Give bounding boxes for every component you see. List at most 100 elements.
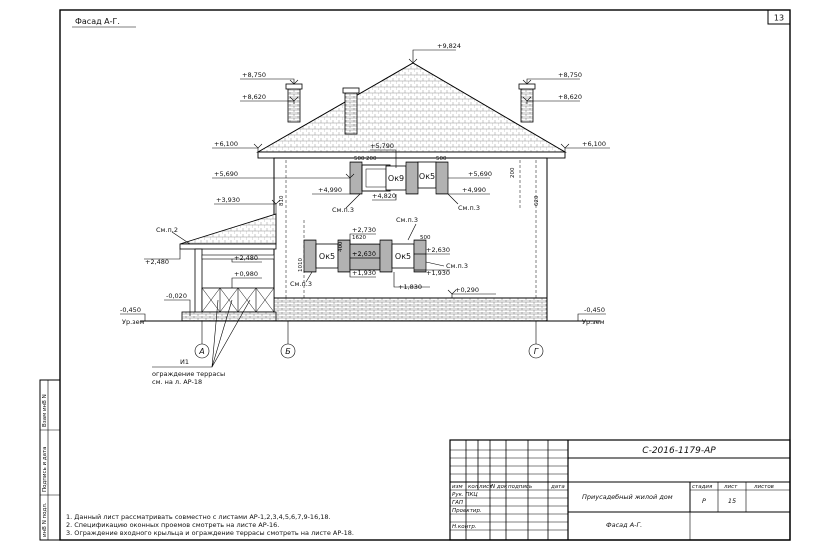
elev-annex-eave: +2,480 <box>145 258 169 266</box>
tb-stage-header: стадия <box>692 484 713 490</box>
window-tag-ok5-lower-left: Ок5 <box>319 252 335 261</box>
annex-post-left <box>194 248 203 319</box>
chimney-right-cap <box>518 83 536 90</box>
elev-porch-rail: +0,980 <box>234 270 258 278</box>
note-ref-upper-left: См.п.3 <box>332 206 354 214</box>
lower-window-group-ok5-right <box>379 239 427 273</box>
sheet-border <box>59 9 791 541</box>
note-line-3: 3. Ограждение входного крыльца и огражде… <box>66 529 354 537</box>
grid-axes <box>194 321 544 359</box>
dim-500-upper: 500 <box>354 156 365 162</box>
elev-upper-sill-center: +4,820 <box>372 192 396 200</box>
tb-col-data: дата <box>550 484 565 490</box>
elev-chimney-right-base: +8,620 <box>558 93 582 101</box>
roof-fascia <box>257 151 566 159</box>
stamp-label-replacement-inv: Взам инВ N <box>42 394 48 427</box>
railing-callout-mark: И1 <box>180 358 189 366</box>
elevation-marks <box>120 49 610 321</box>
axis-label-g: Г <box>534 347 539 356</box>
tb-col-kol: кол <box>468 484 479 490</box>
dim-620: 620 <box>534 195 540 206</box>
railing-callout-leaders <box>152 299 251 368</box>
page-number: 13 <box>774 14 784 23</box>
railing-callout-line1: ограждение террасы <box>152 370 225 378</box>
window-tag-ok5-lower-right: Ок5 <box>395 252 411 261</box>
elev-ground-left: -0,450 <box>120 306 141 314</box>
dim-200-right: 200 <box>510 167 516 178</box>
tb-role-nkontr: Н.контр. <box>452 524 477 530</box>
dim-400: 400 <box>338 241 344 252</box>
chimney-right <box>520 87 534 123</box>
elev-plinth-top: +0,290 <box>455 286 479 294</box>
tb-code: С-2016-1179-АР <box>642 446 716 456</box>
tb-role-gap: ГАП <box>452 500 463 506</box>
elev-chimney-left-base: +8,620 <box>242 93 266 101</box>
tb-role-proekt: Проектир. <box>452 508 482 514</box>
sheet-title: Фасад А-Г. <box>75 17 120 26</box>
dim-1620: 1620 <box>352 235 366 241</box>
elev-lower-win-right: +2,630 <box>426 246 450 254</box>
elev-lower-sill-right: +1,930 <box>426 269 450 277</box>
upper-window-group-ok5 <box>417 161 449 195</box>
chimney-center <box>344 91 358 135</box>
tb-sheet-name: Фасад А-Г. <box>606 521 642 529</box>
dim-810: 810 <box>279 195 285 206</box>
main-roof <box>256 62 567 153</box>
elev-lower-sill: +1,930 <box>352 269 376 277</box>
window-tag-ok5-upper: Ок5 <box>419 172 435 181</box>
tb-col-ndok: N док <box>491 484 508 490</box>
elev-eave-right: +6,100 <box>582 140 606 148</box>
chimney-left-cap <box>285 83 303 90</box>
note-ref-mid: См.п.3 <box>396 216 418 224</box>
elev-upper-win-top-left: +5,690 <box>214 170 238 178</box>
tb-col-podpis: подпись <box>508 484 532 490</box>
title-block-frame <box>449 439 791 541</box>
chimney-center-cap <box>342 87 360 94</box>
elev-porch-beam: +2,480 <box>234 254 258 262</box>
elev-ground-right: -0,450 <box>584 306 605 314</box>
upper-window-group-ok9 <box>349 161 419 195</box>
dim-500-upper-right: 500 <box>436 156 447 162</box>
left-stamp-strip: инВ N подл. Подпись и дата Взам инВ N <box>39 379 61 541</box>
railing-callout-line2: см. на л. АР-18 <box>152 378 202 386</box>
elev-lower-sill-bottom: +1,830 <box>398 283 422 291</box>
note-ref-annex: См.п.2 <box>156 226 178 234</box>
elev-upper-lintel: +5,790 <box>370 142 394 150</box>
elev-chimney-left-top: +8,750 <box>242 71 266 79</box>
stamp-label-original-inv: инВ N подл. <box>42 502 48 537</box>
note-line-2: 2. Спецификацию оконных проемов смотреть… <box>66 521 279 529</box>
note-ref-upper-right: См.п.3 <box>458 204 480 212</box>
note-ref-lower-right: См.п.3 <box>446 262 468 270</box>
label-ground-left: Ур.зем <box>122 318 145 326</box>
elev-upper-win-top-right: +5,690 <box>468 170 492 178</box>
tb-sheets-header: листов <box>753 484 774 490</box>
elev-annex-top: +3,930 <box>216 196 240 204</box>
elev-lower-win-top: +2,730 <box>352 226 376 234</box>
note-ref-lower-left: См.п.3 <box>290 280 312 288</box>
lower-window-group-ok5-left <box>303 239 351 273</box>
tb-sheet: 15 <box>728 497 736 505</box>
annex-roof-fascia <box>179 243 277 250</box>
elev-roof-ridge: +9,824 <box>437 42 461 50</box>
elev-eave-left: +6,100 <box>214 140 238 148</box>
chimney-left <box>287 87 301 123</box>
elev-upper-sill-right: +4,990 <box>462 186 486 194</box>
plinth <box>273 297 548 322</box>
tb-stage: Р <box>702 497 706 505</box>
tb-col-list: лист <box>478 484 493 490</box>
lower-window-center-panel <box>349 243 381 271</box>
porch-slab <box>181 311 277 322</box>
axis-label-b: Б <box>285 347 291 356</box>
dim-1010-left: 1010 <box>298 258 304 272</box>
elev-porch-floor: -0,020 <box>166 292 187 300</box>
terrace-railing <box>201 287 275 313</box>
stamp-label-signature-date: Подпись и дата <box>42 446 48 492</box>
note-line-1: 1. Данный лист рассматривать совместно с… <box>66 513 331 521</box>
window-tag-ok9: Ок9 <box>388 174 404 183</box>
tb-col-izm: изм <box>452 484 463 490</box>
tb-sheet-header: лист <box>723 484 738 490</box>
page-number-box <box>767 9 791 25</box>
elev-upper-sill-left: +4,990 <box>318 186 342 194</box>
elev-lower-win-center: +2,630 <box>352 250 376 258</box>
